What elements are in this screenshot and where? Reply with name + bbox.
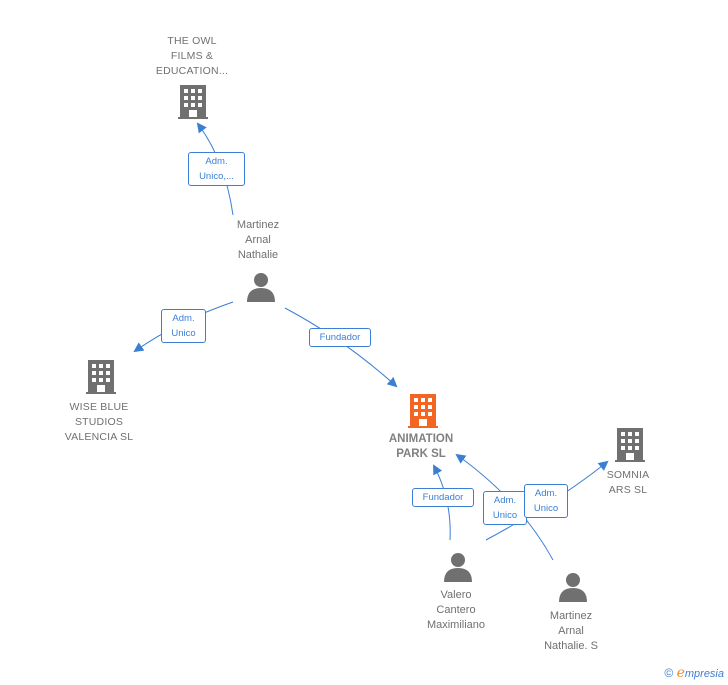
valero-person-label[interactable]: Valero Cantero Maximiliano [426,589,486,631]
edge-label-adm-unico-owl: Adm. Unico,... [188,152,245,186]
somnia-building-icon[interactable] [615,428,645,462]
wise-company-label[interactable]: WISE BLUE STUDIOS VALENCIA SL [64,401,134,443]
edge-martinez-animation [284,307,398,388]
edge-label-adm-unico-animation: Adm. Unico [483,491,527,525]
empresia-brand: © empresia [664,665,724,681]
edge-label-adm-unico-wise: Adm. Unico [161,309,206,343]
copyright-symbol: © [664,666,674,680]
brand-rest: mpresia [684,668,724,680]
valero-person-icon[interactable] [443,552,473,582]
edge-label-fundador-martinez: Fundador [309,328,371,347]
animation-building-icon[interactable] [408,394,438,428]
martinez2-person-label[interactable]: Martinez Arnal Nathalie. S [544,610,598,652]
edge-label-fundador-valero: Fundador [412,488,474,507]
wise-building-icon[interactable] [86,360,116,394]
martinez-person-label[interactable]: Martinez Arnal Nathalie [236,219,280,261]
edge-label-adm-unico-somnia: Adm. Unico [524,484,568,518]
somnia-company-label[interactable]: SOMNIA ARS SL [606,469,650,496]
owl-building-icon[interactable] [178,85,208,119]
brand-e: e [676,665,685,681]
owl-company-label[interactable]: THE OWL FILMS & EDUCATION... [155,35,229,77]
martinez2-person-icon[interactable] [558,572,588,602]
animation-company-label[interactable]: ANIMATION PARK SL [388,433,454,460]
martinez-person-icon[interactable] [246,272,276,302]
